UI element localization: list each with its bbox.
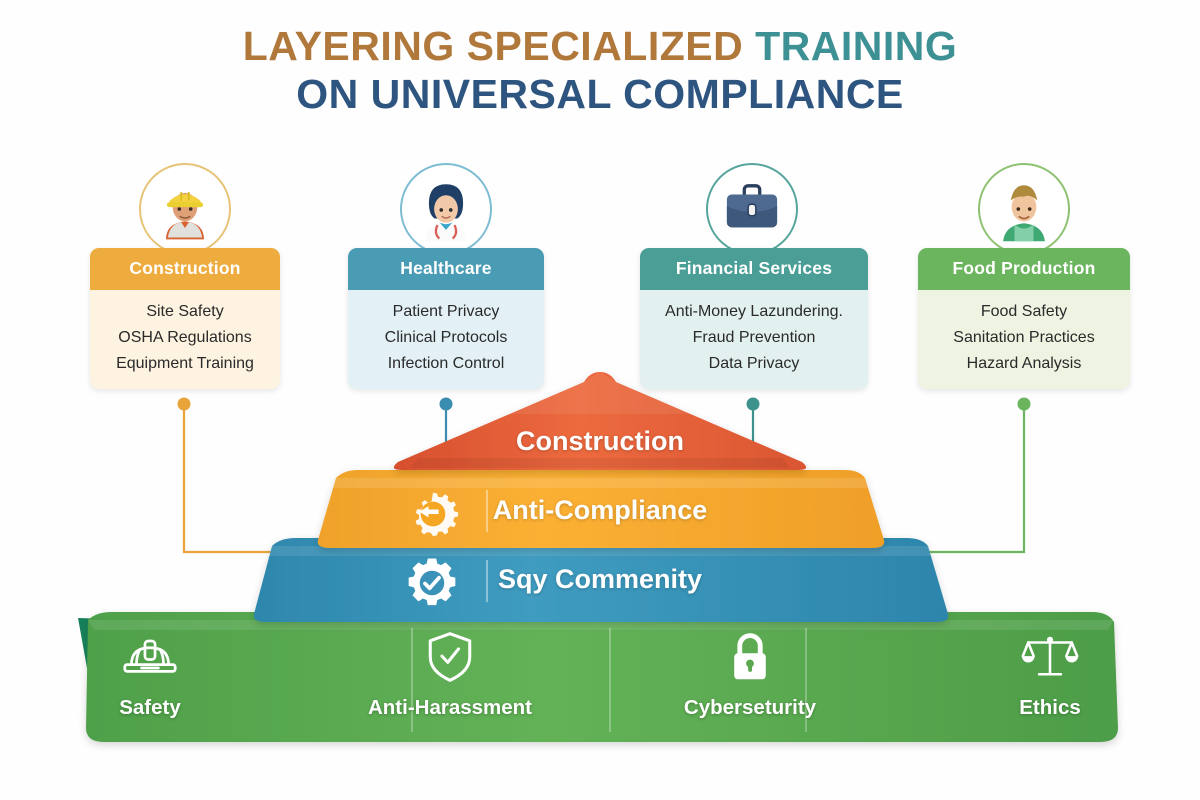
pyramid-base-items: Safety Anti-Harassment Cyberseturity (0, 628, 1200, 748)
pyramid-label-apex: Construction (516, 426, 684, 456)
title-line-1: LAYERING SPECIALIZED TRAINING (0, 22, 1200, 70)
card-header: Financial Services (640, 248, 868, 290)
hard-hat-icon (123, 628, 177, 686)
connector-dot-construction (177, 397, 191, 411)
card-item: Hazard Analysis (966, 354, 1082, 372)
base-item-label: Safety (119, 696, 181, 719)
title-segment-training: TRAINING (755, 23, 958, 69)
card-body: Anti-Money Lazundering. Fraud Prevention… (640, 290, 868, 389)
gear-check-icon (408, 558, 456, 606)
connector-dot-food (1017, 397, 1031, 411)
base-item-ethics[interactable]: Ethics (900, 628, 1200, 748)
pyramid-layer-second (317, 470, 885, 548)
shield-check-icon (426, 628, 474, 686)
card-item: Sanitation Practices (953, 328, 1095, 346)
industry-card-construction[interactable]: Construction Site Safety OSHA Regulation… (90, 248, 280, 389)
briefcase-icon (706, 163, 798, 255)
pyramid-label-third: Sqy Commenity (497, 564, 703, 594)
card-header: Healthcare (348, 248, 544, 290)
title-line-2: ON UNIVERSAL COMPLIANCE (296, 71, 904, 118)
base-item-label: Anti-Harassment (367, 696, 533, 719)
card-body: Patient Privacy Clinical Protocols Infec… (348, 290, 544, 389)
card-item: Food Safety (980, 303, 1068, 320)
card-item: Fraud Prevention (692, 328, 816, 346)
base-item-anti-harassment[interactable]: Anti-Harassment (300, 628, 600, 748)
card-header: Construction (90, 248, 280, 290)
scales-icon (1021, 628, 1079, 686)
pyramid-label-second: Anti-Compliance (492, 495, 708, 525)
card-item: Infection Control (387, 354, 505, 372)
base-item-safety[interactable]: Safety (0, 628, 300, 748)
page-title: LAYERING SPECIALIZED TRAINING ON UNIVERS… (0, 22, 1200, 119)
construction-worker-avatar (139, 163, 231, 255)
title-segment-layering: LAYERING SPECIALIZED (242, 23, 756, 69)
food-worker-avatar (978, 163, 1070, 255)
nurse-avatar (400, 163, 492, 255)
lock-icon (728, 628, 772, 686)
card-item: Clinical Protocols (384, 328, 508, 346)
base-item-label: Ethics (1019, 696, 1081, 719)
industry-card-financial[interactable]: Financial Services Anti-Money Lazunderin… (640, 248, 868, 389)
card-item: Patient Privacy (392, 303, 500, 320)
pyramid-layer-base (86, 612, 1118, 742)
card-item: Site Safety (146, 303, 224, 320)
card-item: Equipment Training (116, 354, 254, 372)
industry-card-food[interactable]: Food Production Food Safety Sanitation P… (918, 248, 1130, 389)
card-item: OSHA Regulations (118, 328, 252, 346)
card-item: Anti-Money Lazundering. (665, 303, 843, 320)
base-item-label: Cyberseturity (683, 696, 817, 719)
card-body: Site Safety OSHA Regulations Equipment T… (90, 290, 280, 389)
card-header: Food Production (918, 248, 1130, 290)
card-body: Food Safety Sanitation Practices Hazard … (918, 290, 1130, 389)
pyramid-diagram (78, 372, 1118, 742)
connector-dot-financial (746, 397, 760, 411)
pyramid-layer-apex (393, 372, 807, 470)
connector-dot-healthcare (439, 397, 453, 411)
industry-card-healthcare[interactable]: Healthcare Patient Privacy Clinical Prot… (348, 248, 544, 389)
card-item: Data Privacy (708, 354, 800, 372)
gear-arrow-icon (415, 492, 459, 537)
base-item-cybersecurity[interactable]: Cyberseturity (600, 628, 900, 748)
